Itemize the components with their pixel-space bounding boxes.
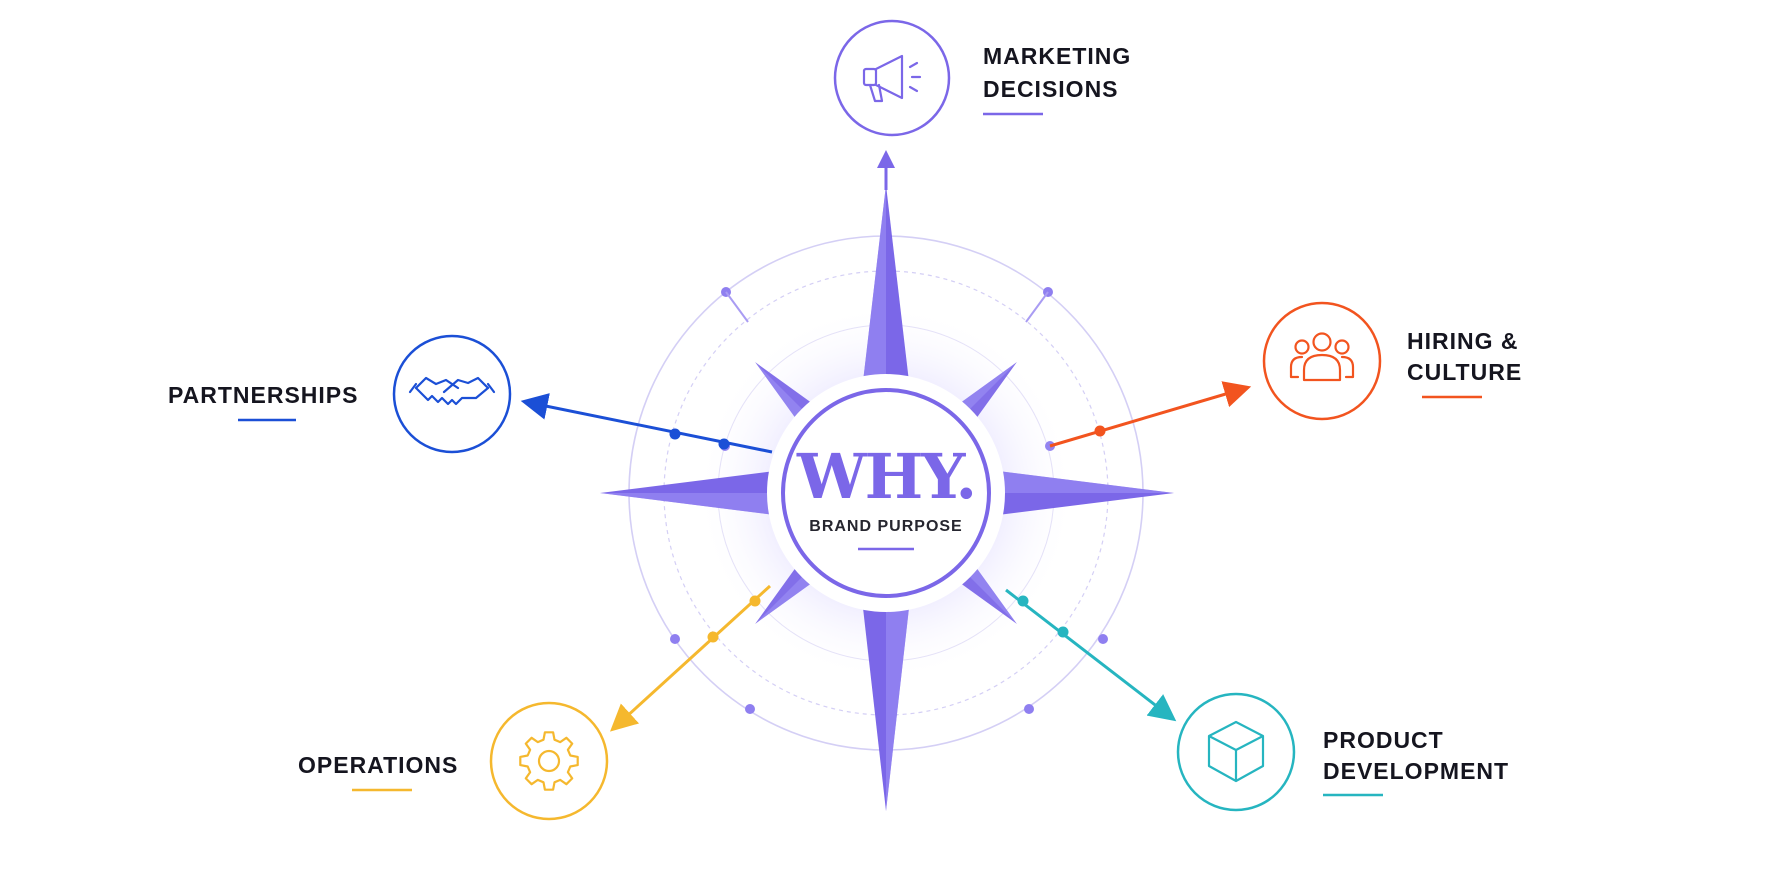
cube-icon xyxy=(1207,720,1265,783)
node-product-development[interactable]: PRODUCT DEVELOPMENT xyxy=(1176,692,1509,812)
gear-icon xyxy=(519,731,579,791)
connector-operations xyxy=(610,584,772,732)
connector-operations-dot xyxy=(749,595,761,607)
handshake-icon xyxy=(408,376,496,406)
ring-dot xyxy=(745,704,755,714)
operations-label: OPERATIONS xyxy=(298,752,458,778)
connector-product xyxy=(1005,588,1177,722)
node-operations[interactable]: OPERATIONS xyxy=(298,701,609,821)
marketing-label-line-1: MARKETING xyxy=(983,43,1131,69)
connector-hiring-dot xyxy=(1094,425,1106,437)
ring-dot xyxy=(670,634,680,644)
people-icon xyxy=(1289,332,1355,382)
gear-outline xyxy=(519,731,579,791)
product-label-line-1: PRODUCT xyxy=(1323,727,1444,753)
gear-hub xyxy=(537,749,561,773)
ring-dot xyxy=(1098,634,1108,644)
connector-product-dot xyxy=(1017,595,1029,607)
ring-tick xyxy=(725,291,749,323)
partnerships-circle xyxy=(392,334,512,454)
connector-operations-dot xyxy=(707,631,719,643)
node-marketing[interactable]: MARKETING DECISIONS xyxy=(833,19,1131,137)
connector-product-dot xyxy=(1057,626,1069,638)
connector-partnerships xyxy=(520,393,773,454)
center-title: WHY. xyxy=(796,440,975,513)
product-label-line-2: DEVELOPMENT xyxy=(1323,758,1509,784)
node-partnerships[interactable]: PARTNERSHIPS xyxy=(168,334,512,454)
node-hiring-culture[interactable]: HIRING & CULTURE xyxy=(1262,301,1522,421)
operations-circle xyxy=(489,701,609,821)
connectors xyxy=(520,381,1252,732)
north-arrow-head xyxy=(877,150,895,168)
connector-hiring xyxy=(1049,381,1252,448)
hiring-label-line-1: HIRING & xyxy=(1407,328,1519,354)
center-badge: WHY. BRAND PURPOSE xyxy=(767,374,1005,612)
marketing-circle xyxy=(833,19,951,137)
connector-partnerships-dot xyxy=(669,428,681,440)
hiring-label-line-2: CULTURE xyxy=(1407,359,1522,385)
megaphone-icon xyxy=(862,54,922,103)
ring-tick xyxy=(1025,291,1049,323)
partnerships-label: PARTNERSHIPS xyxy=(168,382,359,408)
center-subtitle: BRAND PURPOSE xyxy=(809,518,962,535)
hiring-circle xyxy=(1262,301,1382,421)
ring-dot xyxy=(1024,704,1034,714)
connector-partnerships-dot xyxy=(718,438,730,450)
marketing-label-line-2: DECISIONS xyxy=(983,76,1119,102)
center-inner-circle xyxy=(781,388,991,598)
